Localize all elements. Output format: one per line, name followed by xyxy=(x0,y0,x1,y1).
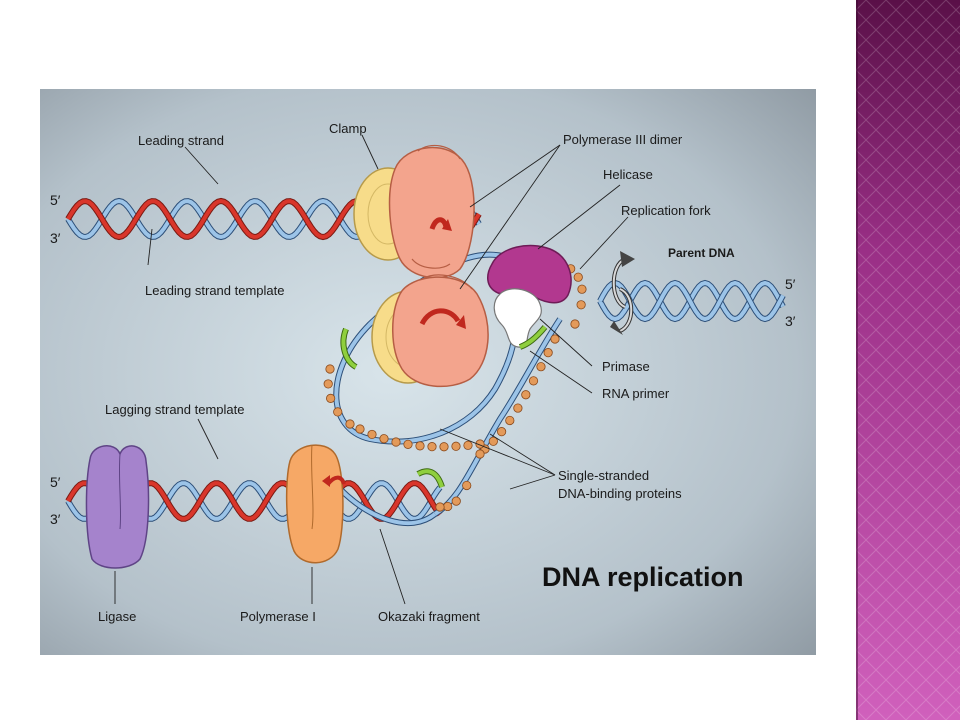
ssb-protein-dot xyxy=(463,440,473,450)
ssb-protein-dot xyxy=(570,319,580,329)
ssb-protein-dot xyxy=(325,364,335,374)
ssb-protein-dot xyxy=(462,480,472,491)
ssb-protein-dot xyxy=(543,348,553,358)
ssb-protein-dot xyxy=(355,424,365,434)
ssb-protein-dot xyxy=(488,436,498,446)
ssb-protein-dot xyxy=(333,407,343,417)
ssb-protein-dot xyxy=(326,393,336,403)
end-label-3-bottom-left: 3′ xyxy=(50,511,61,527)
ssb-protein-dot xyxy=(550,334,560,344)
ssb-protein-dot xyxy=(367,429,377,440)
end-label-3-right: 3′ xyxy=(785,313,796,329)
ssb-protein-dot xyxy=(573,272,583,282)
end-label-3-top-left: 3′ xyxy=(50,230,61,246)
ssb-protein-dot xyxy=(536,362,546,372)
polymerase-i xyxy=(285,444,346,564)
end-label-5-top-left: 5′ xyxy=(50,192,61,208)
ssb-protein-dot xyxy=(391,437,401,447)
label-leading-strand-template: Leading strand template xyxy=(145,283,284,298)
label-ligase: Ligase xyxy=(98,609,136,624)
ssb-protein-dot xyxy=(451,496,461,506)
rotation-arrows xyxy=(610,251,635,335)
decorative-side-panel xyxy=(856,0,960,720)
label-replication-fork: Replication fork xyxy=(621,203,711,218)
label-helicase: Helicase xyxy=(603,167,653,182)
label-polymerase-i: Polymerase I xyxy=(240,609,316,624)
label-leading-strand: Leading strand xyxy=(138,133,224,148)
label-rna-primer: RNA primer xyxy=(602,386,670,401)
ssb-protein-dot xyxy=(345,419,355,429)
ssb-protein-dot xyxy=(323,379,333,389)
ssb-protein-dot xyxy=(521,390,531,400)
label-okazaki-fragment: Okazaki fragment xyxy=(378,609,480,624)
ssb-protein-dot xyxy=(443,501,453,512)
ssb-protein-dot xyxy=(505,415,515,426)
ligase xyxy=(85,445,150,569)
ssb-protein-dot xyxy=(451,441,461,451)
ssb-protein-dot xyxy=(513,403,523,413)
ssb-protein-dot xyxy=(435,502,445,512)
label-parent-dna: Parent DNA xyxy=(668,246,735,260)
dna-replication-diagram: Leading strand Clamp Polymerase III dime… xyxy=(40,89,816,655)
ssb-protein-dot xyxy=(439,442,449,452)
label-polymerase-iii-dimer: Polymerase III dimer xyxy=(563,132,683,147)
label-clamp: Clamp xyxy=(329,121,367,136)
ssb-protein-dot xyxy=(475,449,485,459)
label-primase: Primase xyxy=(602,359,650,374)
ssb-protein-dot xyxy=(528,376,539,386)
diagram-title: DNA replication xyxy=(542,562,744,592)
label-ssb-line2: DNA-binding proteins xyxy=(558,486,682,501)
end-label-5-bottom-left: 5′ xyxy=(50,474,61,490)
ssb-protein-dot xyxy=(415,441,425,451)
ssb-protein-dot xyxy=(576,300,586,310)
ssb-protein-dot xyxy=(403,439,413,449)
ssb-protein-dot xyxy=(427,442,437,452)
end-label-5-right: 5′ xyxy=(785,276,796,292)
leader-lines xyxy=(114,134,629,605)
ssb-protein-dot xyxy=(497,427,507,437)
helicase xyxy=(487,244,572,304)
ssb-protein-dot xyxy=(577,284,587,294)
label-ssb-line1: Single-stranded xyxy=(558,468,649,483)
polymerase-iii-dimer xyxy=(388,144,489,388)
ssb-protein-dot xyxy=(379,434,389,444)
label-lagging-strand-template: Lagging strand template xyxy=(105,402,244,417)
